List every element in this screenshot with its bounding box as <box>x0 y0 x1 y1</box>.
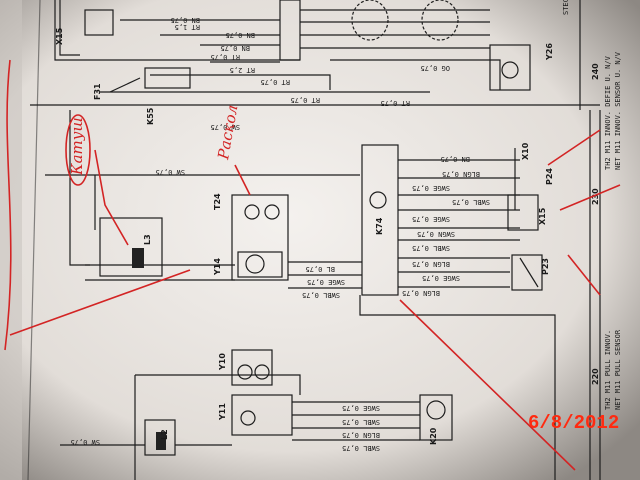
arrow-to-p23 <box>567 254 601 296</box>
svg-text:SWBL 0,75: SWBL 0,75 <box>412 244 450 252</box>
label-k55: K55 <box>146 107 155 125</box>
component-labels: X15 Y26 F31 K55 K74 T24 Y14 L3 X10 P24 X… <box>55 27 554 445</box>
label-l3: L3 <box>143 234 152 245</box>
svg-text:BN 0,75: BN 0,75 <box>225 31 255 39</box>
svg-text:BN 0,75: BN 0,75 <box>170 16 200 24</box>
label-p23: P23 <box>541 258 550 275</box>
side-text: STECKER 3AB 4 OBER TH2 M11 INNOV. DEFIE … <box>562 0 622 410</box>
svg-text:240: 240 <box>591 63 600 80</box>
svg-text:SWBL 0,75: SWBL 0,75 <box>302 291 340 299</box>
label-k74: K74 <box>375 217 384 235</box>
module-k74 <box>361 144 399 296</box>
wire-labels-y14: BL 0,75 SWGE 0,75 SWBL 0,75 <box>302 265 345 299</box>
svg-text:BN 0,75: BN 0,75 <box>220 44 250 52</box>
label-p24: P24 <box>545 168 554 185</box>
label-x15-lower: X15 <box>538 207 547 225</box>
label-y14: Y14 <box>213 258 222 276</box>
svg-text:RT 2,5: RT 2,5 <box>230 66 255 74</box>
label-t24: T24 <box>213 193 222 210</box>
svg-text:BLGN 0,75: BLGN 0,75 <box>342 431 380 439</box>
svg-text:SW 0,75: SW 0,75 <box>70 438 100 446</box>
svg-text:STECKER 3AB 4 OBER: STECKER 3AB 4 OBER <box>562 0 570 15</box>
upper-frame <box>30 0 600 110</box>
arrow-to-y14 <box>9 269 191 336</box>
label-k20: K20 <box>429 427 438 445</box>
svg-text:SWGE 0,75: SWGE 0,75 <box>412 215 450 223</box>
svg-text:SW 0,75: SW 0,75 <box>210 123 240 131</box>
margin-scribble <box>4 59 12 351</box>
svg-text:SW 0,75: SW 0,75 <box>155 168 185 176</box>
svg-text:RT 1,5: RT 1,5 <box>175 23 200 31</box>
svg-text:SWGE 0,75: SWGE 0,75 <box>342 404 380 412</box>
svg-text:NET M11 INNOV. SENSOR U. N/V: NET M11 INNOV. SENSOR U. N/V <box>614 51 622 170</box>
svg-text:SWGN 0,75: SWGN 0,75 <box>417 230 455 238</box>
scale-marks: 240 230 220 <box>591 63 600 385</box>
svg-text:BLGN 0,75: BLGN 0,75 <box>402 289 440 297</box>
note-circle <box>65 114 91 186</box>
label-x10: X10 <box>521 142 530 160</box>
wire-labels-k74: BN 0,75 BLGN 0,75 SWGE 0,75 SWBL 0,75 SW… <box>402 155 490 297</box>
svg-text:RT 0,75: RT 0,75 <box>380 99 410 107</box>
wire-labels-lower: SWGE 0,75 SWBL 0,75 BLGN 0,75 SWBL 0,75 <box>342 404 380 452</box>
sensor-p23 <box>511 254 543 291</box>
coil-l3 <box>99 217 163 277</box>
label-x15: X15 <box>55 27 64 45</box>
wire-labels-left: SW 0,75 SW 0,75 <box>70 123 240 446</box>
svg-text:SWBL 0,75: SWBL 0,75 <box>342 444 380 452</box>
date-stamp: 6/8/2012 <box>528 412 619 434</box>
label-f31: F31 <box>93 83 102 100</box>
svg-text:220: 220 <box>591 368 600 385</box>
handwritten-coil-note: Катуш <box>68 117 86 176</box>
module-k20 <box>419 394 453 441</box>
label-y10: Y10 <box>218 353 227 371</box>
wire-labels-mid: RT 0,75 SW 0,75 <box>155 99 410 176</box>
svg-text:SWBL 0,75: SWBL 0,75 <box>452 198 490 206</box>
svg-text:OG 0,75: OG 0,75 <box>420 64 450 72</box>
svg-text:BLGN 0,75: BLGN 0,75 <box>442 170 480 178</box>
wire-labels-top: BN 0,75 BN 0,75 RT 1,5 BN 0,75 RT 0,75 R… <box>170 16 450 104</box>
label-y26: Y26 <box>545 43 554 61</box>
svg-text:RT 0,75: RT 0,75 <box>290 96 320 104</box>
svg-text:TH2 M11 PULL INNOV.: TH2 M11 PULL INNOV. <box>604 330 612 410</box>
arrow-to-t24 <box>234 164 251 196</box>
svg-text:SWGE 0,75: SWGE 0,75 <box>307 278 345 286</box>
svg-text:230: 230 <box>591 188 600 205</box>
label-y11: Y11 <box>218 403 227 421</box>
svg-text:SWGE 0,75: SWGE 0,75 <box>422 274 460 282</box>
svg-text:SWGE 0,75: SWGE 0,75 <box>412 184 450 192</box>
svg-text:BLGN 0,75: BLGN 0,75 <box>412 260 450 268</box>
svg-text:BL 0,75: BL 0,75 <box>305 265 335 273</box>
arrow-to-l3 <box>94 149 129 246</box>
svg-text:TH2 M11 INNOV. DEFIE U. N/V: TH2 M11 INNOV. DEFIE U. N/V <box>604 55 612 170</box>
svg-text:BN 0,75: BN 0,75 <box>440 155 470 163</box>
svg-text:RT 0,75: RT 0,75 <box>260 78 290 86</box>
valve-y10 <box>231 349 273 386</box>
svg-text:SWBL 0,75: SWBL 0,75 <box>342 418 380 426</box>
arrow-to-p24 <box>547 129 601 166</box>
svg-text:RT 0,75: RT 0,75 <box>210 53 240 61</box>
arrow-to-x15 <box>559 184 621 211</box>
pump-t24-y14 <box>231 194 289 281</box>
arrow-to-k74 <box>399 299 576 471</box>
coil-l2 <box>144 419 176 456</box>
label-l2: L2 <box>160 429 169 440</box>
svg-text:NET M11 PULL SENSOR: NET M11 PULL SENSOR <box>614 329 622 410</box>
